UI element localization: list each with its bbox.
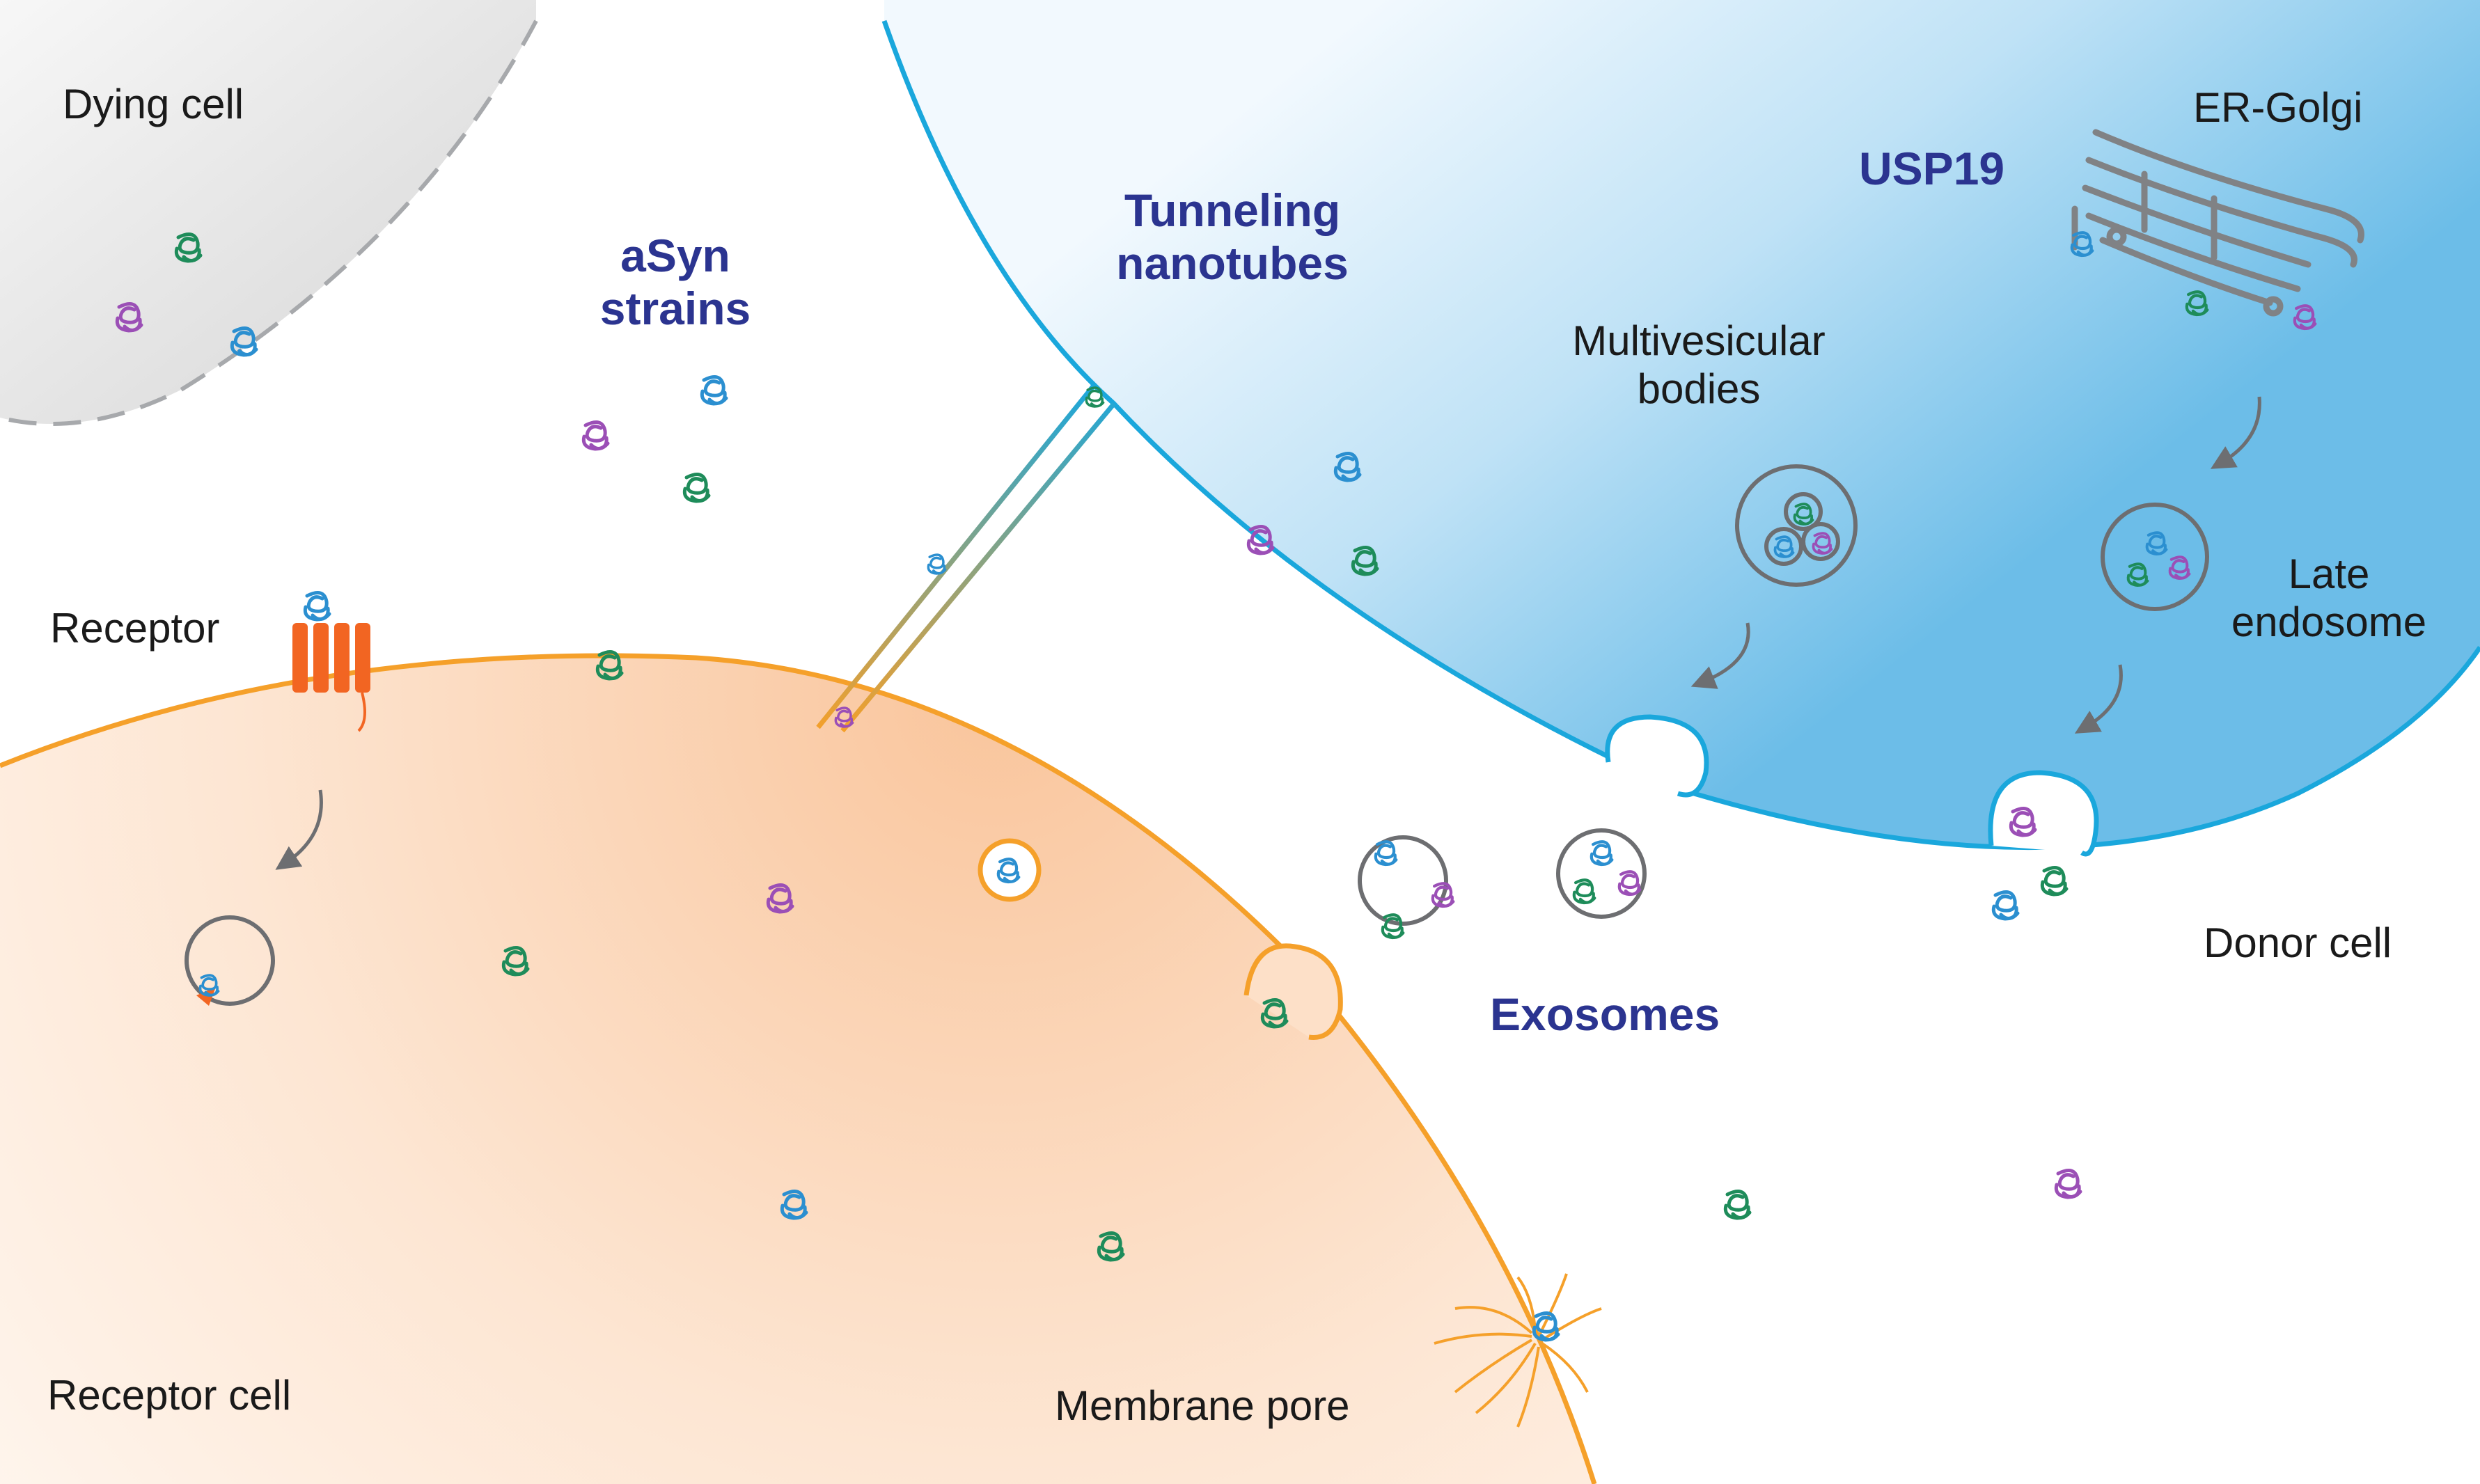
asyn-strain-icon — [2185, 290, 2209, 317]
label-mvb-line1: Multivesicular — [1572, 317, 1826, 364]
label-multivesicular-bodies: Multivesicular bodies — [1546, 317, 1852, 413]
label-receptor: Receptor — [50, 605, 220, 652]
asyn-strain-icon — [501, 946, 530, 977]
asyn-strain-icon — [1246, 525, 1275, 555]
asyn-strain-icon — [1351, 546, 1379, 576]
asyn-strain-icon — [1532, 1311, 1560, 1342]
asyn-strain-icon — [115, 302, 143, 333]
multivesicular-body-icon — [1735, 464, 1858, 587]
asyn-strain-icon — [303, 591, 331, 622]
asyn-strain-icon — [766, 883, 794, 914]
asyn-strain-icon — [174, 232, 203, 263]
vesicle-icon — [185, 828, 1647, 1006]
asyn-strain-icon — [996, 858, 1021, 884]
asyn-strain-icon — [1374, 840, 1398, 867]
donor-cell — [881, 0, 2480, 857]
asyn-strain-icon — [230, 326, 258, 357]
label-usp19: USP19 — [1859, 143, 2005, 194]
asyn-strain-icon — [700, 375, 728, 406]
asyn-strain-icon — [1723, 1190, 1752, 1220]
asyn-strain-icon — [1085, 386, 1105, 408]
receptor-icon — [292, 623, 370, 732]
asyn-strain-icon — [1333, 452, 1362, 482]
label-asyn-strains-line1: aSyn — [620, 230, 730, 281]
label-er-golgi: ER-Golgi — [2193, 84, 2363, 131]
asyn-strain-icon — [2054, 1169, 2082, 1199]
asyn-strain-icon — [780, 1190, 808, 1220]
label-tunneling-nanotubes: Tunneling nanotubes — [1086, 184, 1379, 290]
receptor-cell — [0, 653, 1597, 1484]
asyn-strain-icon — [2126, 562, 2149, 587]
label-asyn-strains-line2: strains — [599, 282, 751, 334]
golgi-icon — [2071, 129, 2364, 317]
asyn-strain-icon — [682, 473, 711, 503]
label-exosomes: Exosomes — [1490, 988, 1720, 1040]
membrane-pore-icon — [1434, 1273, 1602, 1428]
asyn-strain-icon — [2145, 531, 2168, 556]
label-donor-cell: Donor cell — [2204, 919, 2392, 966]
label-membrane-pore: Membrane pore — [1055, 1382, 1350, 1429]
asyn-strain-icon — [1572, 878, 1596, 905]
asyn-strain-icon — [595, 650, 624, 681]
tunneling-nanotube — [816, 384, 1116, 733]
asyn-strain-icon — [1617, 870, 1642, 897]
asyn-strain-icon — [1991, 890, 2020, 921]
label-late-endosome-line2: endosome — [2231, 599, 2427, 645]
dying-cell — [0, 0, 538, 426]
asyn-strain-icon — [1590, 840, 1614, 867]
asyn-strain-icon — [927, 553, 947, 575]
asyn-strain-icon — [1381, 913, 1405, 940]
label-receptor-cell: Receptor cell — [47, 1372, 292, 1419]
asyn-strain-icon — [1260, 998, 1289, 1029]
label-mvb-line2: bodies — [1637, 365, 1761, 412]
label-asyn-strains: aSyn strains — [585, 230, 766, 336]
label-dying-cell: Dying cell — [63, 81, 244, 127]
asyn-strain-icon — [198, 974, 220, 997]
label-tunneling-line1: Tunneling — [1124, 184, 1341, 236]
late-endosome-icon — [2101, 503, 2209, 611]
asyn-strain-icon — [2293, 304, 2317, 331]
label-late-endosome-line1: Late — [2288, 551, 2370, 597]
asyn-strain-icon — [2168, 555, 2191, 581]
asyn-strain-icon — [2040, 866, 2069, 897]
asyn-strain-icon — [1812, 532, 1833, 555]
asyn-strain-icon — [1773, 535, 1795, 558]
asyn-strain-icon — [834, 707, 854, 728]
asyn-strain-icon — [2009, 807, 2037, 837]
asyn-strain-icon — [1097, 1231, 1125, 1262]
asyn-strain-icon — [1431, 882, 1455, 908]
asyn-strain-icon — [1793, 503, 1814, 526]
label-late-endosome: Late endosome — [2214, 550, 2444, 646]
arrow-icon — [275, 396, 2261, 870]
asyn-strains-layer — [115, 231, 2317, 1342]
label-tunneling-line2: nanotubes — [1116, 237, 1349, 289]
asyn-strain-icon — [2070, 231, 2094, 258]
internalized-receptor — [196, 987, 216, 1006]
asyn-strain-icon — [581, 420, 610, 451]
